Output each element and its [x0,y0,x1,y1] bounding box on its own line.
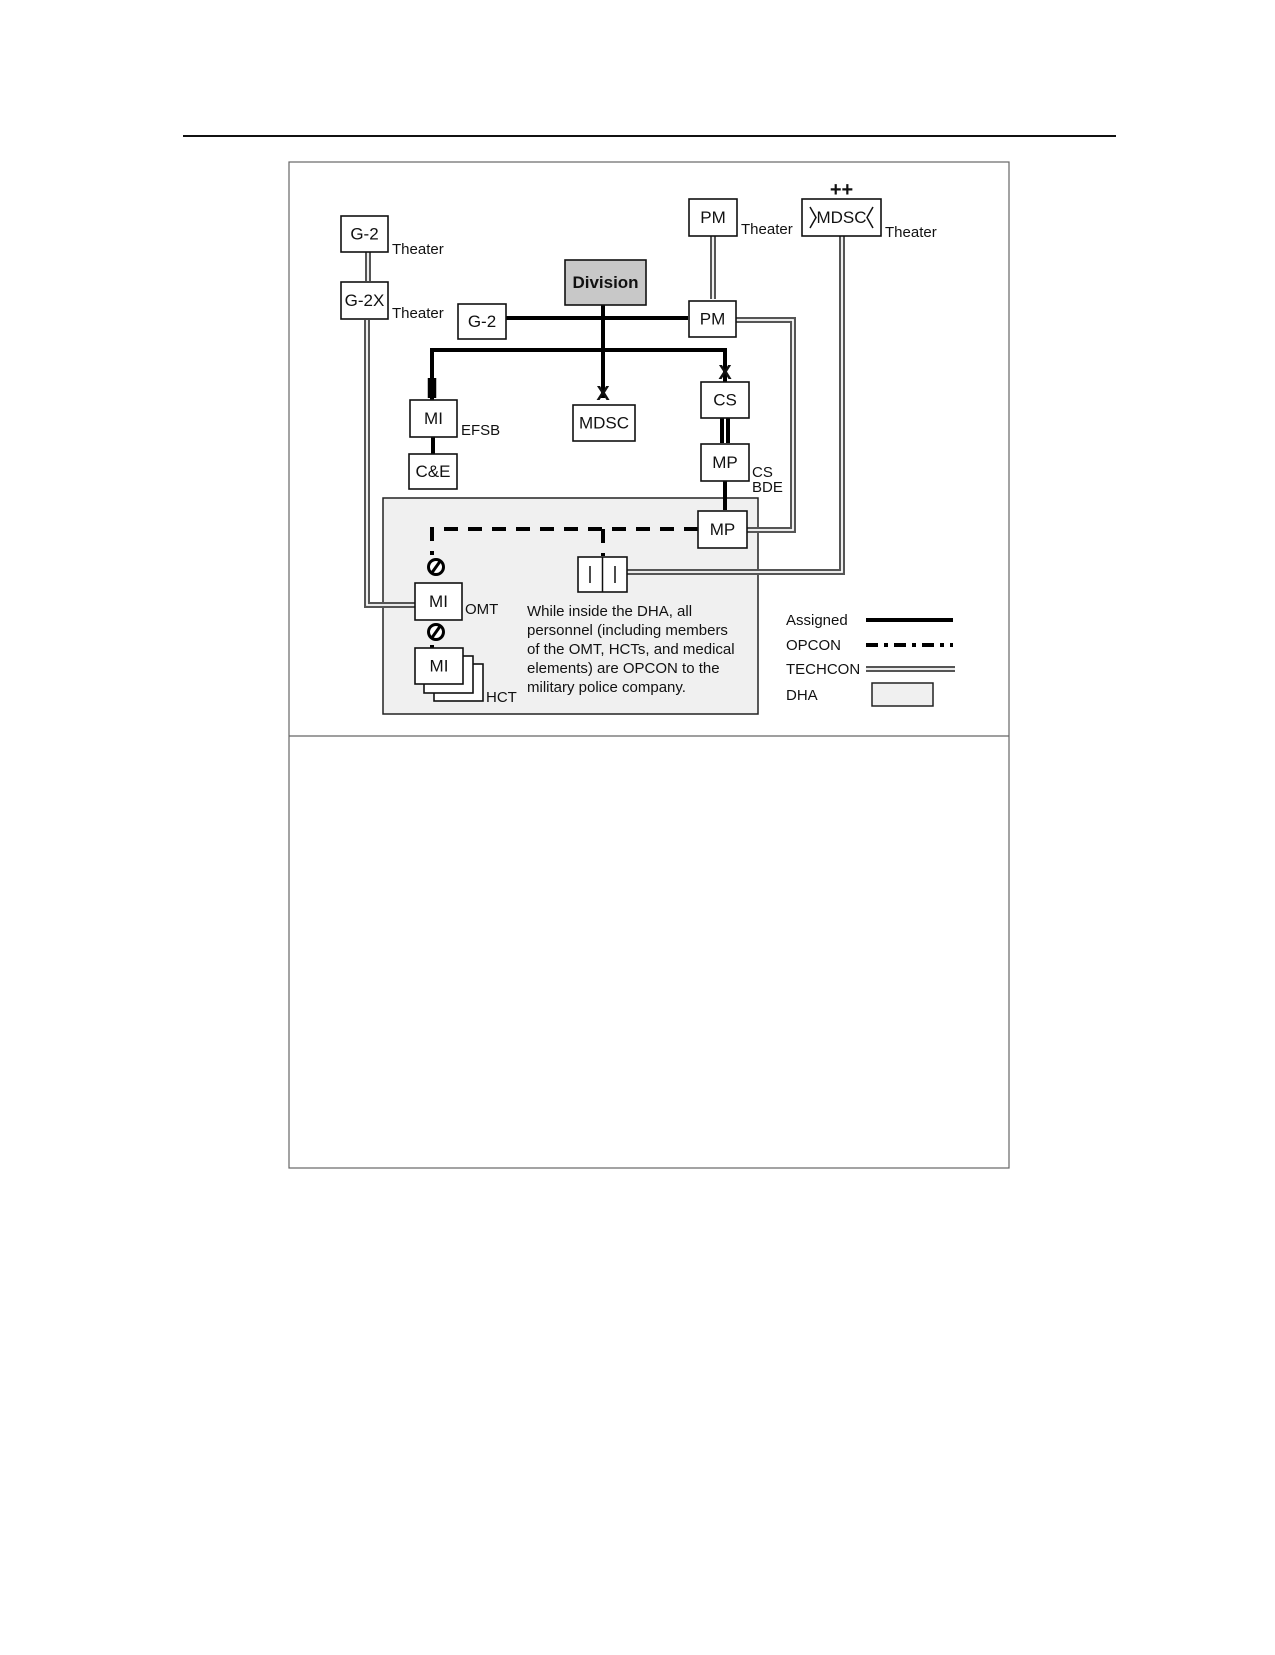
omt-label: OMT [465,601,498,618]
legend-techcon-label: TECHCON [786,661,860,678]
g2-theater-echelon: Theater [392,241,444,258]
g2-theater-label: G-2 [350,225,378,244]
figure-frame [288,161,1010,1169]
legend-dha-label: DHA [786,687,818,704]
pm-division-box [688,300,737,338]
mp-cs-bde-box [700,443,750,482]
mi-efsb-label: MI [424,409,443,428]
mi-hct-box [414,647,464,685]
legend-assigned-label: Assigned [786,612,848,629]
mi-efsb-box [409,399,458,438]
pm-theater-echelon: Theater [741,221,793,238]
ce-box [408,453,458,490]
mp-company-box [697,510,748,549]
division-box [564,259,647,306]
mdsc-theater-echelon-mark: ++ [830,179,853,201]
cs-echelon-mark: X [718,362,732,384]
cs-bde-label-line2: BDE [752,479,783,496]
legend-opcon-label: OPCON [786,637,841,654]
g2-division-label: G-2 [468,312,496,331]
g2x-theater-box [340,281,389,320]
mi-omt-label: MI [429,592,448,611]
legend-dha-swatch [871,682,934,707]
cs-label: CS [713,391,737,410]
cs-bde-label-line1: CS [752,464,773,481]
mi-hct-label: MI [430,657,449,676]
g2-division-box [457,303,507,340]
g2x-theater-echelon: Theater [392,305,444,322]
g2-theater-box [340,215,389,253]
cs-box [700,381,750,419]
mi-omt-box [414,582,463,621]
legend: Assigned OPCON TECHCON DHA [786,612,955,707]
mp-company-label: MP [710,520,736,539]
mdsc-division-label: MDSC [579,414,629,433]
dha-note-line: While inside the DHA, all [527,603,692,620]
division-label: Division [572,273,638,292]
dha-note-line: military police company. [527,679,686,696]
pm-theater-box [688,198,738,237]
pm-theater-label: PM [700,208,726,227]
dha-note-line: personnel (including members [527,622,728,639]
g2x-theater-label: G-2X [345,291,385,310]
efsb-label: EFSB [461,422,500,439]
mp-cs-bde-label: MP [712,453,738,472]
techcon-links [364,236,845,608]
hct-label: HCT [486,689,517,706]
ce-label: C&E [416,462,451,481]
mdsc-division-echelon-mark: X [596,383,610,405]
dha-note: While inside the DHA, all personnel (inc… [527,603,735,696]
mdsc-theater-label: MDSC [816,208,866,227]
mdsc-theater-hospital-symbol [809,206,874,229]
mdsc-division-box [572,404,636,442]
pm-division-label: PM [700,310,726,329]
opcon-break-symbols [427,558,445,641]
dha-note-line: elements) are OPCON to the [527,660,720,677]
mdsc-theater-echelon: Theater [885,224,937,241]
dha-note-line: of the OMT, HCTs, and medical [527,641,735,658]
